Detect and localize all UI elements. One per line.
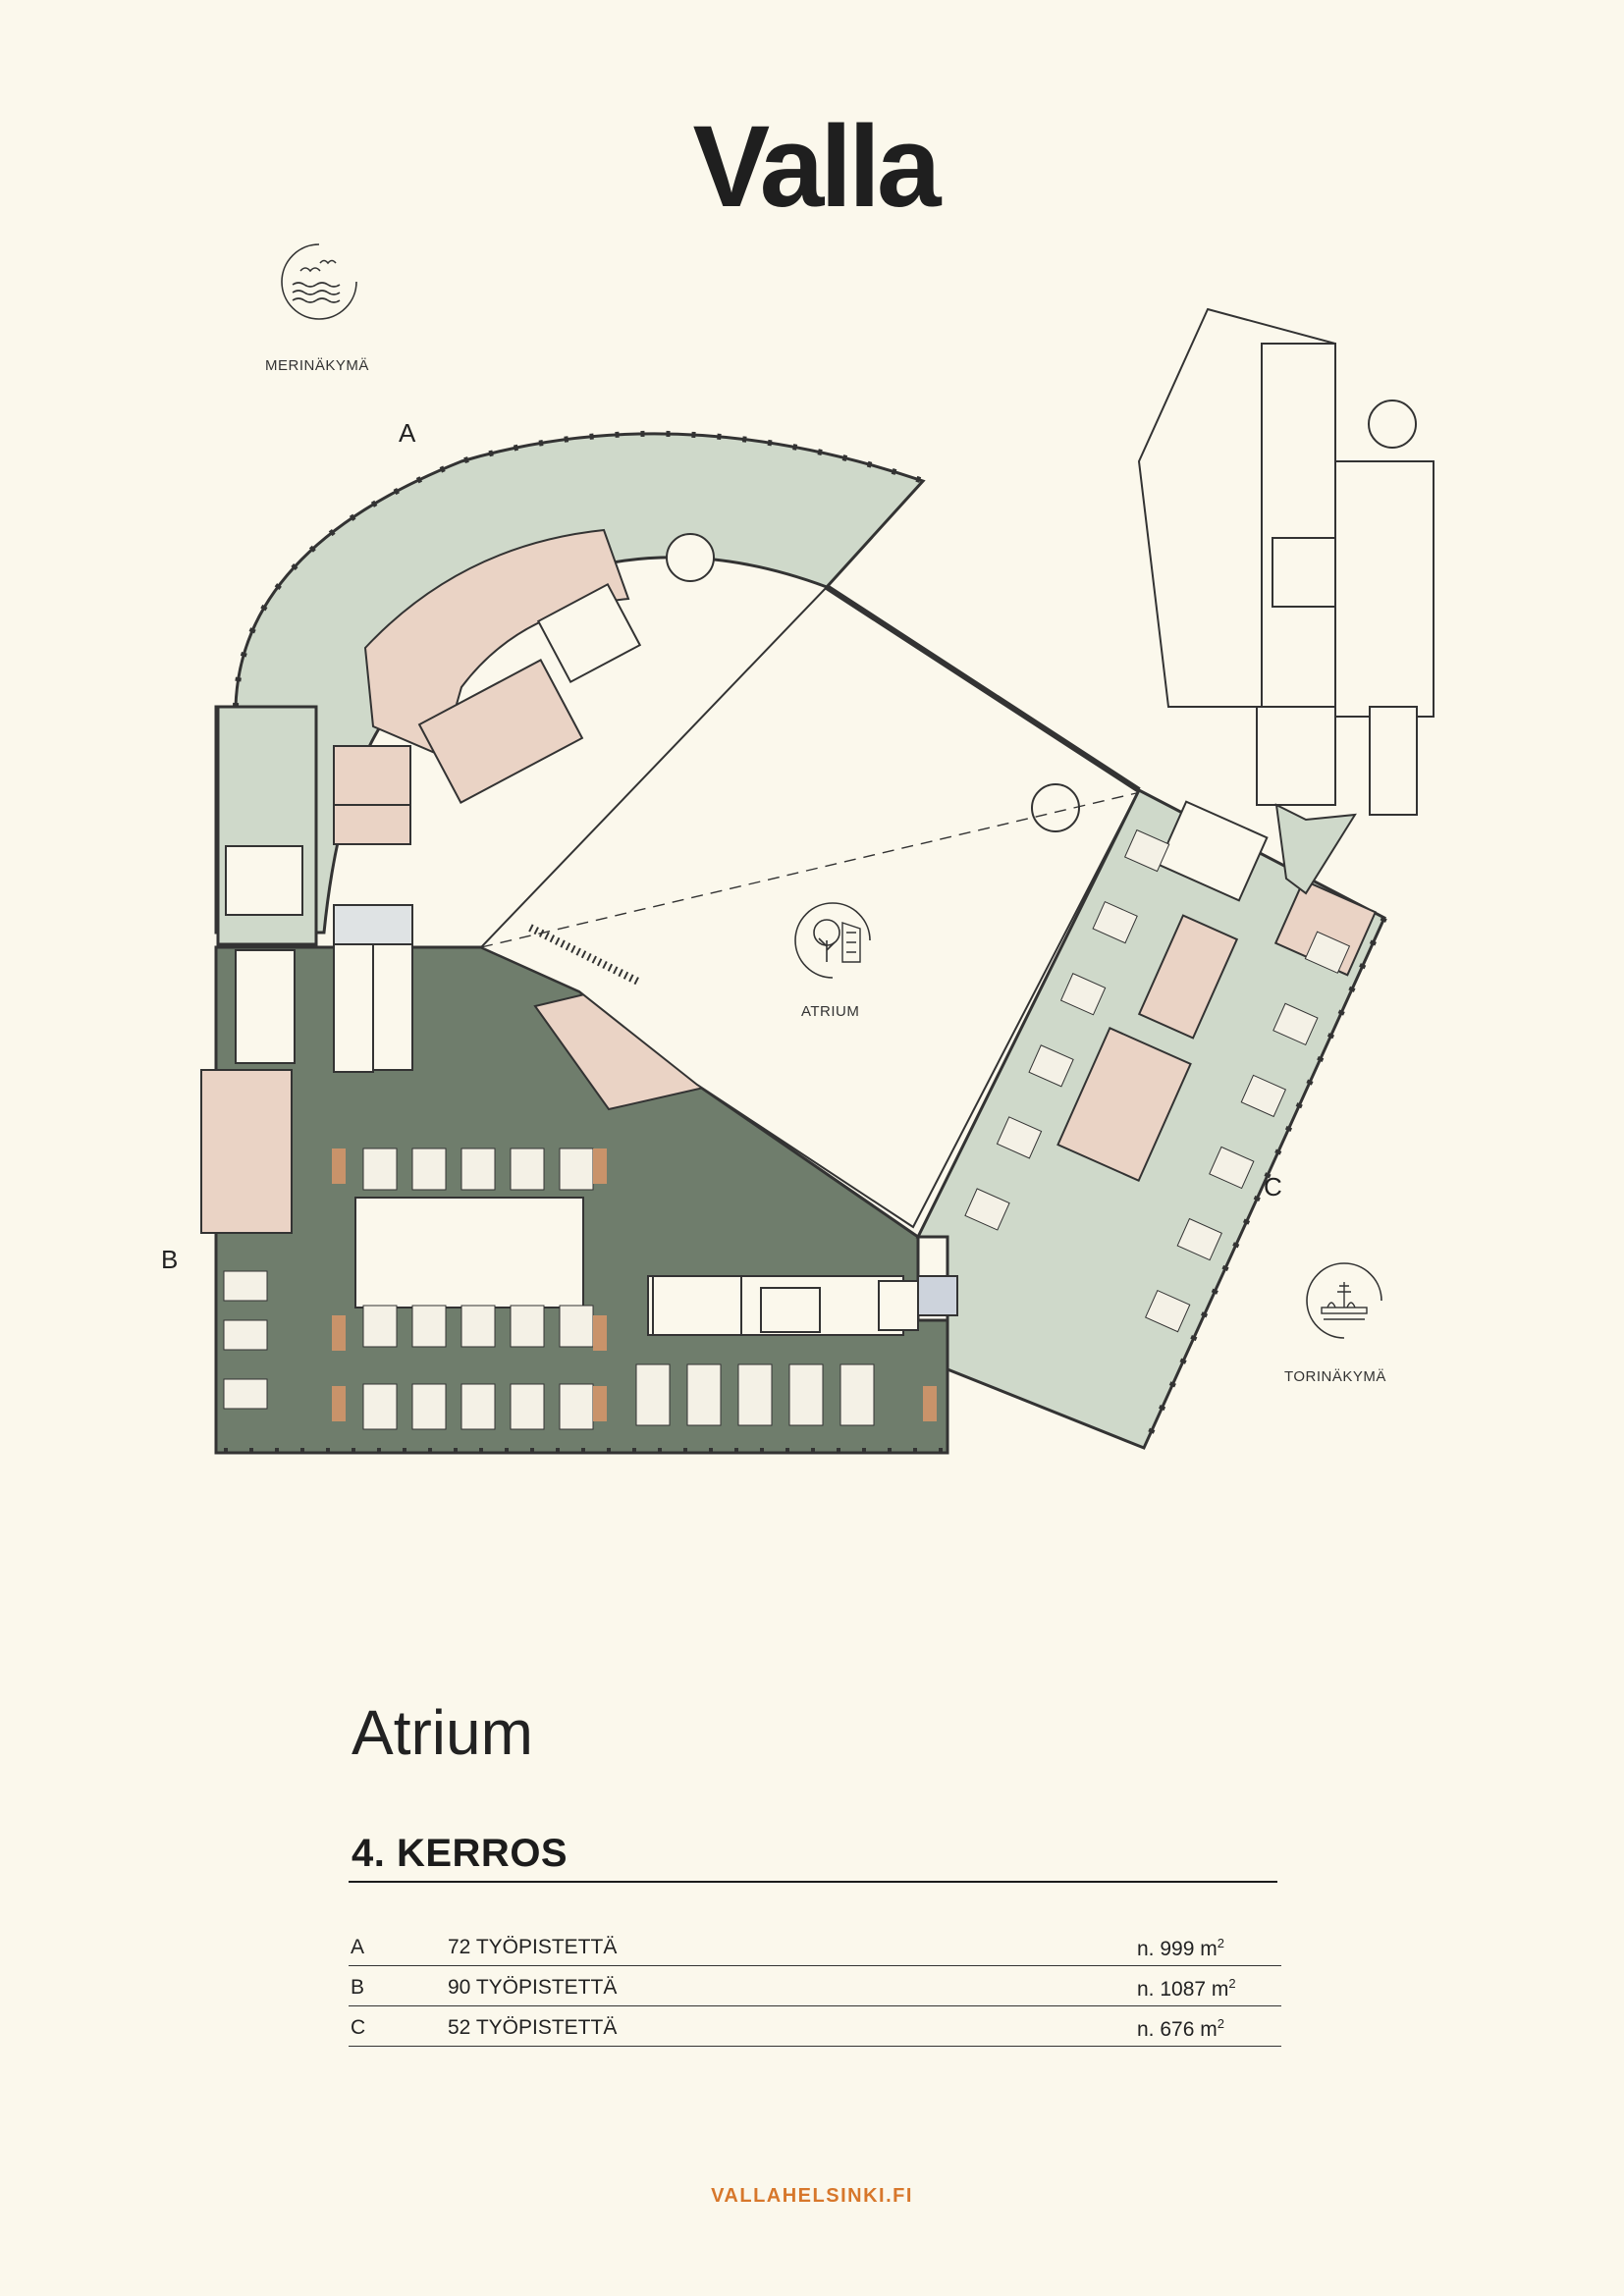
square-view-label: TORINÄKYMÄ <box>1284 1368 1386 1385</box>
unit-id: A <box>351 1936 365 1958</box>
square-view-icon <box>1306 1262 1382 1339</box>
unit-area-sup: 2 <box>1228 1976 1236 1991</box>
unit-area: n. 676 m2 <box>1137 2016 1224 2042</box>
atrium-tree-icon <box>794 902 871 979</box>
unit-area: n. 1087 m2 <box>1137 1976 1236 2002</box>
unit-area-value: n. 999 m <box>1137 1938 1218 1960</box>
table-row: A 72 TYÖPISTETTÄ n. 999 m2 <box>349 1926 1281 1966</box>
unit-id: C <box>351 2016 366 2039</box>
table-row: C 52 TYÖPISTETTÄ n. 676 m2 <box>349 2006 1281 2047</box>
zone-c-desks <box>964 828 1351 1333</box>
sea-view-icon <box>281 243 357 320</box>
atrium-label: ATRIUM <box>801 1003 860 1020</box>
table-row: B 90 TYÖPISTETTÄ n. 1087 m2 <box>349 1966 1281 2006</box>
logo-text: Valla <box>692 108 942 226</box>
section-b-label: B <box>161 1245 179 1274</box>
unit-workstations: 90 TYÖPISTETTÄ <box>448 1976 618 1999</box>
website-link[interactable]: VALLAHELSINKI.FI <box>711 2185 913 2207</box>
neighbour-building <box>1137 307 1435 895</box>
floor-plan <box>200 307 1435 1455</box>
unit-workstations: 72 TYÖPISTETTÄ <box>448 1936 618 1958</box>
sea-view-label: MERINÄKYMÄ <box>265 357 369 374</box>
section-a-label: A <box>399 418 416 448</box>
zone-b-desks <box>223 1148 875 1430</box>
unit-area-value: n. 1087 m <box>1137 1978 1229 2001</box>
section-c-label: C <box>1264 1172 1282 1201</box>
floor-divider <box>349 1881 1277 1883</box>
zone-a-core <box>363 528 630 758</box>
unit-area-sup: 2 <box>1217 1936 1224 1950</box>
unit-workstations: 52 TYÖPISTETTÄ <box>448 2016 618 2039</box>
unit-id: B <box>351 1976 365 1999</box>
valla-logo: Valla <box>692 108 946 226</box>
floor-heading: 4. KERROS <box>352 1832 568 1875</box>
unit-area-value: n. 676 m <box>1137 2018 1218 2041</box>
building-title: Atrium <box>352 1697 533 1768</box>
unit-area-sup: 2 <box>1217 2016 1224 2031</box>
unit-area: n. 999 m2 <box>1137 1936 1224 1961</box>
units-table: A 72 TYÖPISTETTÄ n. 999 m2 B 90 TYÖPISTE… <box>349 1926 1281 2047</box>
zone-c-facade <box>1141 916 1387 1450</box>
zone-a-facade <box>233 430 924 708</box>
